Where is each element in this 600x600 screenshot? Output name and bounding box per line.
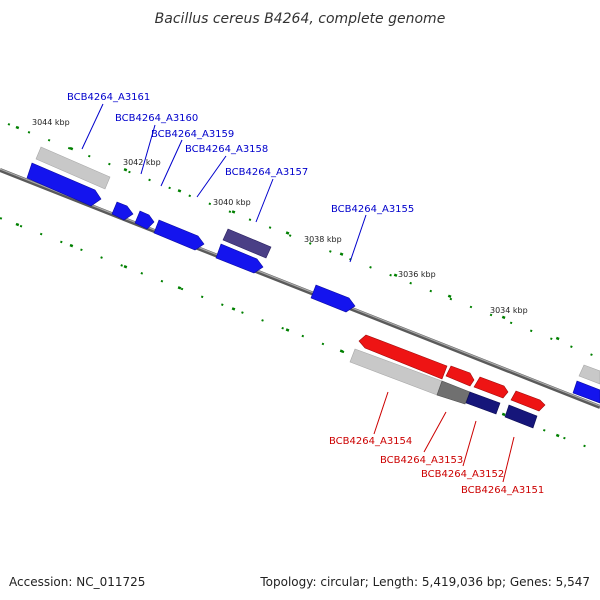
gene-label-a3153[interactable]: BCB4264_A3153 (380, 455, 463, 466)
gene-label-a3154[interactable]: BCB4264_A3154 (329, 436, 412, 447)
feature-navy-reverse-2 (504, 404, 538, 429)
gene-label-a3161[interactable]: BCB4264_A3161 (67, 92, 150, 103)
leader-a3159 (160, 139, 183, 187)
gene-label-a3157[interactable]: BCB4264_A3157 (225, 167, 308, 178)
kbp-scale: 3044 kbp 3042 kbp 3040 kbp 3038 kbp 3036… (32, 118, 528, 315)
feature-blue-a3155 (310, 284, 356, 313)
leader-a3160 (140, 124, 156, 175)
leader-a3158 (196, 155, 227, 198)
leader-a3152 (462, 420, 477, 467)
tick-row-outer-major (15, 125, 600, 357)
leader-a3161 (81, 103, 104, 150)
kbp-label-3034: 3034 kbp (490, 306, 528, 315)
kbp-label-3042: 3042 kbp (123, 158, 161, 167)
kbp-label-3036: 3036 kbp (398, 270, 436, 279)
gene-label-a3155[interactable]: BCB4264_A3155 (331, 204, 414, 215)
genome-summary-text: Topology: circular; Length: 5,419,036 bp… (259, 575, 590, 589)
feature-blue-a3158 (153, 219, 205, 251)
feature-navy-purple-3040 (222, 228, 272, 259)
gene-label-a3160[interactable]: BCB4264_A3160 (115, 113, 198, 124)
kbp-label-3044: 3044 kbp (32, 118, 70, 127)
feature-blue-edge (572, 380, 600, 404)
feature-blue-a3157 (215, 243, 264, 274)
feature-gray-3044 (35, 146, 111, 190)
feature-blue-a3161 (26, 162, 102, 207)
forward-gene-labels: BCB4264_A3161 BCB4264_A3160 BCB4264_A315… (67, 92, 414, 263)
feature-gray-edge (578, 364, 600, 385)
leader-a3153 (423, 411, 447, 453)
gene-label-a3151[interactable]: BCB4264_A3151 (461, 485, 544, 496)
feature-red-a3151 (510, 390, 546, 412)
leader-a3157 (255, 178, 274, 223)
gene-label-a3158[interactable]: BCB4264_A3158 (185, 144, 268, 155)
leader-a3154 (373, 391, 389, 435)
gene-label-a3152[interactable]: BCB4264_A3152 (421, 469, 504, 480)
gene-label-a3159[interactable]: BCB4264_A3159 (151, 129, 234, 140)
kbp-label-3038: 3038 kbp (304, 235, 342, 244)
reverse-gene-labels: BCB4264_A3154 BCB4264_A3153 BCB4264_A315… (329, 391, 544, 496)
tick-rows (0, 123, 600, 454)
feature-dark-gray-reverse (436, 380, 471, 405)
kbp-label-3040: 3040 kbp (213, 198, 251, 207)
gene-features (26, 146, 600, 429)
feature-red-a3154 (358, 334, 448, 380)
feature-blue-a3160 (111, 201, 134, 221)
feature-blue-a3159 (134, 210, 155, 230)
genome-backbone (0, 168, 600, 409)
leader-a3151 (502, 436, 515, 483)
accession-text: Accession: NC_011725 (9, 575, 145, 589)
tick-row-inner-major (15, 222, 600, 454)
leader-a3155 (349, 214, 367, 263)
map-title: Bacillus cereus B4264, complete genome (155, 11, 446, 27)
feature-navy-reverse-1 (465, 391, 501, 415)
feature-red-a3153 (445, 365, 475, 387)
feature-red-a3152 (473, 376, 509, 399)
